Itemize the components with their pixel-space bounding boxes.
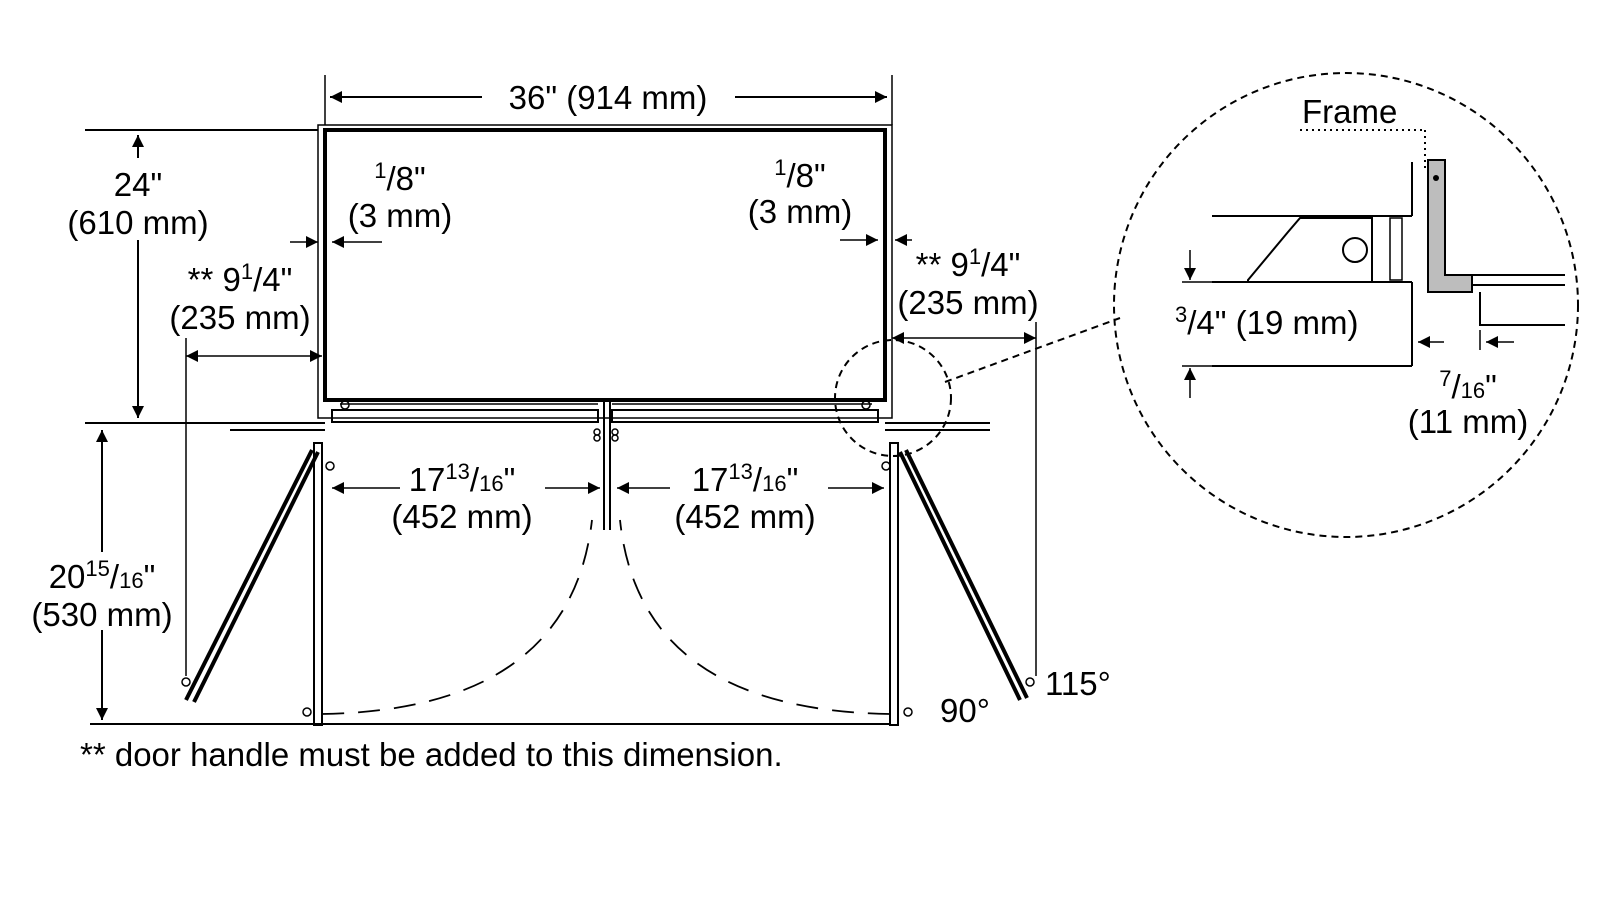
svg-text:** 91/4": ** 91/4" (916, 244, 1021, 283)
gap-left-num: 1 (374, 158, 386, 183)
swing-depth-whole: 20 (49, 558, 86, 595)
swing-depth-dimension: 2015/16" (530 mm) (31, 430, 173, 720)
door-right-mm: (452 mm) (674, 498, 815, 535)
svg-text:36" (914 mm): 36" (914 mm) (509, 79, 708, 116)
handle-right-den: 4 (990, 246, 1008, 283)
svg-text:1713/16": 1713/16" (409, 459, 516, 498)
door-right-width-dimension: 1713/16" (452 mm) (617, 459, 884, 535)
gap-left-unit: " (414, 160, 426, 197)
door-left-width-dimension: 1713/16" (452 mm) (332, 459, 600, 535)
cabinet-outline (230, 124, 990, 530)
detail-callout (834, 72, 1579, 538)
depth-in: 24" (114, 166, 162, 203)
gap-left-den: 8 (396, 160, 414, 197)
offset-mm: (11 mm) (1408, 403, 1528, 440)
svg-text:** 91/4": ** 91/4" (188, 259, 293, 298)
handle-left-dimension: ** 91/4" (235 mm) (169, 259, 322, 676)
svg-text:1713/16": 1713/16" (692, 459, 799, 498)
footnote: ** door handle must be added to this dim… (80, 736, 783, 773)
gap-right-num: 1 (774, 155, 786, 180)
depth-mm: (610 mm) (67, 204, 208, 241)
offset-unit: " (1485, 368, 1497, 405)
angle-90-label: 90° (940, 692, 990, 729)
svg-text:1/8": 1/8" (774, 155, 826, 194)
swing-depth-unit: " (144, 558, 156, 595)
gap-right-dimension: 1/8" (3 mm) (748, 155, 912, 246)
svg-text:7/16": 7/16" (1439, 366, 1497, 405)
frame-label: Frame (1302, 93, 1397, 130)
handle-right-dimension: ** 91/4" (235 mm) (892, 244, 1039, 676)
doors-open (181, 442, 1035, 726)
door-right-num: 13 (728, 459, 752, 484)
handle-right-mm: (235 mm) (897, 284, 1038, 321)
overall-width-dimension: 36" (914 mm) (324, 75, 893, 125)
handle-left-unit: " (281, 261, 293, 298)
handle-right-unit: " (1009, 246, 1021, 283)
offset-den: 16 (1461, 378, 1485, 403)
hinge-detail: Frame 3/4" (19 mm) 7/16" (11 mm) (1175, 93, 1565, 440)
handle-right-num: 1 (969, 244, 981, 269)
door-left-den: 16 (479, 471, 503, 496)
swing-depth-num: 15 (85, 556, 109, 581)
door-left-whole: 17 (409, 461, 446, 498)
gap-left-mm: (3 mm) (348, 197, 452, 234)
door-left-unit: " (504, 461, 516, 498)
door-right-den: 16 (762, 471, 786, 496)
door-right-whole: 17 (692, 461, 729, 498)
handle-left-prefix: ** 9 (188, 261, 241, 298)
thickness-num: 3 (1175, 302, 1187, 327)
handle-left-mm: (235 mm) (169, 299, 310, 336)
handle-right-prefix: ** 9 (916, 246, 969, 283)
gap-right-mm: (3 mm) (748, 193, 852, 230)
gap-right-den: 8 (796, 157, 814, 194)
thickness-rest: " (19 mm) (1215, 304, 1359, 341)
angle-115-label: 115° (1045, 665, 1111, 702)
gap-left-dimension: 1/8" (3 mm) (290, 158, 452, 248)
overall-width-mm: (914 mm) (566, 79, 707, 116)
gap-right-unit: " (814, 157, 826, 194)
door-left-mm: (452 mm) (391, 498, 532, 535)
handle-left-den: 4 (262, 261, 280, 298)
offset-num: 7 (1439, 366, 1451, 391)
svg-text:1/8": 1/8" (374, 158, 426, 197)
door-left-num: 13 (445, 459, 469, 484)
swing-depth-den: 16 (119, 568, 143, 593)
svg-text:2015/16": 2015/16" (49, 556, 156, 595)
thickness-den: 4 (1196, 304, 1214, 341)
overall-width-in: 36" (509, 79, 557, 116)
svg-text:3/4" (19 mm): 3/4" (19 mm) (1175, 302, 1359, 341)
handle-left-num: 1 (241, 259, 253, 284)
depth-dimension: 24" (610 mm) (67, 135, 209, 418)
swing-depth-mm: (530 mm) (31, 596, 172, 633)
door-right-unit: " (787, 461, 799, 498)
